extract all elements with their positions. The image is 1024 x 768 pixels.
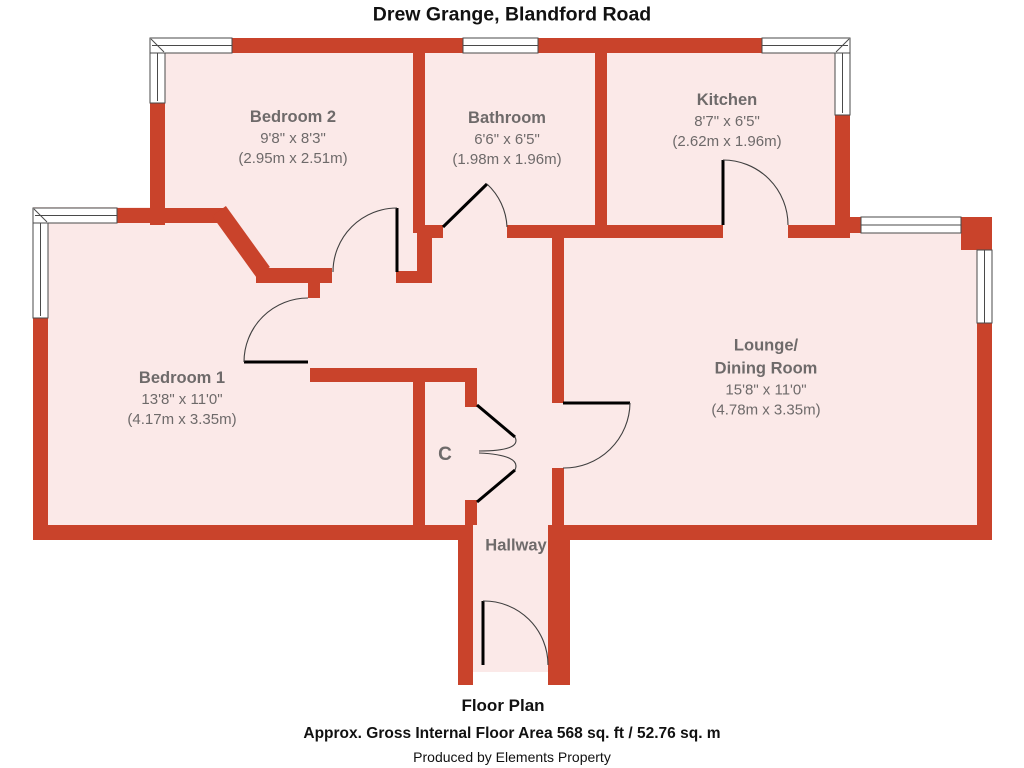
cupboard-door-top-arc: [478, 436, 517, 452]
lounge-corner-block: [961, 217, 992, 250]
top-rooms-floor: [150, 38, 850, 238]
hall-lounge-wall-upper: [552, 233, 564, 403]
bedroom2-label: Bedroom 2 9'8" x 8'3" (2.95m x 2.51m): [238, 106, 347, 170]
bathroom-kitchen-divider: [595, 53, 607, 233]
corridor-right-wall: [548, 525, 570, 685]
lounge-name-line2: Dining Room: [714, 359, 818, 378]
lounge-dims-imperial: 15'8" x 11'0": [725, 381, 807, 399]
walls: [33, 38, 992, 685]
kitchen-bottom-wall: [788, 225, 850, 238]
cupboard-door-bottom-arc: [478, 452, 517, 471]
kitchen-name: Kitchen: [696, 90, 758, 109]
bedroom2-name: Bedroom 2: [249, 107, 337, 126]
lounge-floor: [552, 217, 992, 540]
kitchen-dims-metric: (2.62m x 1.96m): [672, 133, 782, 151]
cupboard-label: C: [438, 443, 452, 465]
top-wall: [538, 38, 762, 53]
windows: [32, 37, 993, 324]
corridor-left-wall: [458, 525, 473, 685]
bathroom-name: Bathroom: [468, 108, 546, 127]
bedroom1-hall-floor: [33, 207, 570, 540]
lounge-label: Lounge/ Dining Room 15'8" x 11'0" (4.78m…: [711, 335, 820, 422]
kitchen-right-wall: [835, 115, 850, 233]
bedroom1-name: Bedroom 1: [138, 368, 226, 387]
bathroom-dims-metric: (1.98m x 1.96m): [452, 151, 562, 169]
bathroom-dims-imperial: 6'6" x 6'5": [474, 130, 540, 148]
hallway-label: Hallway: [485, 536, 547, 555]
doors: [243, 159, 789, 666]
top-wall: [232, 38, 463, 53]
bedroom2-dims-metric: (2.95m x 2.51m): [238, 150, 348, 168]
band-bottom-wall: [507, 225, 723, 238]
cupboard-stub-top: [465, 382, 477, 407]
cupboard-door-top: [476, 403, 516, 439]
kitchen-label: Kitchen 8'7" x 6'5" (2.62m x 1.96m): [672, 89, 781, 153]
bottom-wall-left: [33, 525, 473, 540]
lounge-right-wall: [977, 323, 992, 540]
bedroom1-left-wall: [33, 318, 48, 540]
bathroom-door-arc: [486, 183, 508, 228]
kitchen-door-arc: [722, 159, 789, 226]
bedroom2-door-jamb: [396, 271, 432, 283]
lounge-name-line1: Lounge/: [733, 336, 799, 355]
bedroom1-door-arc: [243, 297, 309, 363]
diagonal-wall: [212, 206, 270, 277]
bedroom1-dims-metric: (4.17m x 3.35m): [127, 411, 237, 429]
cupboard-top-wall: [310, 368, 477, 382]
page-title: Drew Grange, Blandford Road: [372, 3, 652, 26]
cupboard-door-bottom: [476, 468, 516, 504]
hall-lounge-wall-lower: [552, 468, 564, 540]
bottom-wall-right: [548, 525, 992, 540]
bedroom1-dims-imperial: 13'8" x 11'0": [141, 390, 223, 408]
lounge-dims-metric: (4.78m x 3.35m): [711, 401, 821, 419]
bedroom2-door-arc: [332, 207, 398, 273]
bedroom2-bottom-wall: [256, 268, 332, 283]
bedroom2-dims-imperial: 9'8" x 8'3": [260, 129, 326, 147]
kitchen-dims-imperial: 8'7" x 6'5": [694, 112, 760, 130]
bedroom1-label: Bedroom 1 13'8" x 11'0" (4.17m x 3.35m): [127, 367, 236, 431]
hall-top-wall: [417, 233, 432, 283]
bedroom1-door-stub: [308, 283, 320, 298]
bathroom-door: [441, 182, 489, 229]
cupboard-stub-bottom: [465, 500, 477, 525]
bedroom2-left-wall: [150, 103, 165, 225]
bathroom-label: Bathroom 6'6" x 6'5" (1.98m x 1.96m): [452, 107, 561, 171]
area-label: Approx. Gross Internal Floor Area 568 sq…: [303, 725, 721, 742]
producer-label: Produced by Elements Property: [413, 749, 611, 765]
cupboard-left-wall: [413, 382, 425, 525]
floor-plan-label: Floor Plan: [461, 696, 545, 715]
bedroom2-bathroom-divider: [413, 53, 425, 233]
front-door-arc: [482, 600, 549, 666]
bedroom1-top-wall: [117, 208, 227, 223]
lounge-door-arc: [562, 402, 631, 469]
